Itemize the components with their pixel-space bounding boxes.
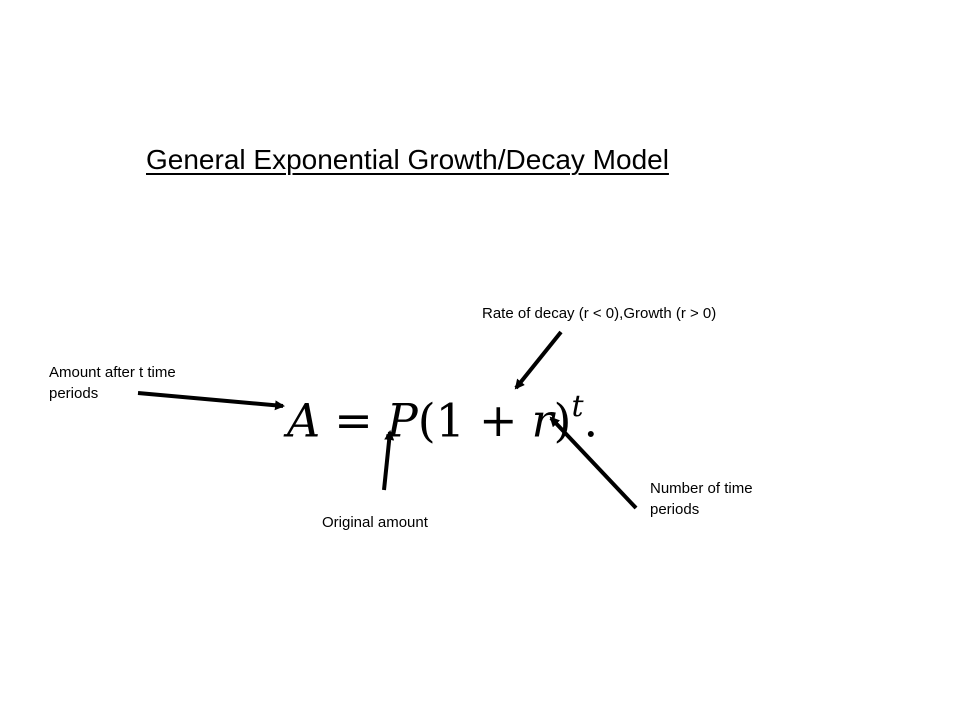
arrow-amount xyxy=(137,391,285,411)
arrow-original xyxy=(382,430,395,491)
formula-r: r xyxy=(531,393,554,448)
arrow-number xyxy=(549,416,638,510)
formula: A=P(1+r)t. xyxy=(287,385,598,446)
formula-plus: + xyxy=(478,393,518,448)
formula-equals: = xyxy=(334,393,373,448)
label-rate: Rate of decay (r < 0),Growth (r > 0) xyxy=(482,305,717,322)
label-original-amount: Original amount xyxy=(322,514,428,531)
label-number-of-periods: Number of time periods xyxy=(650,480,753,518)
formula-open: (1 xyxy=(417,393,465,448)
arrow-rate xyxy=(514,330,563,390)
formula-period: . xyxy=(583,393,599,448)
slide-title: General Exponential Growth/Decay Model xyxy=(146,144,669,175)
formula-exponent-t: t xyxy=(571,389,584,424)
label-amount-after-t: Amount after t time periods xyxy=(49,364,176,402)
formula-A: A xyxy=(287,393,321,448)
